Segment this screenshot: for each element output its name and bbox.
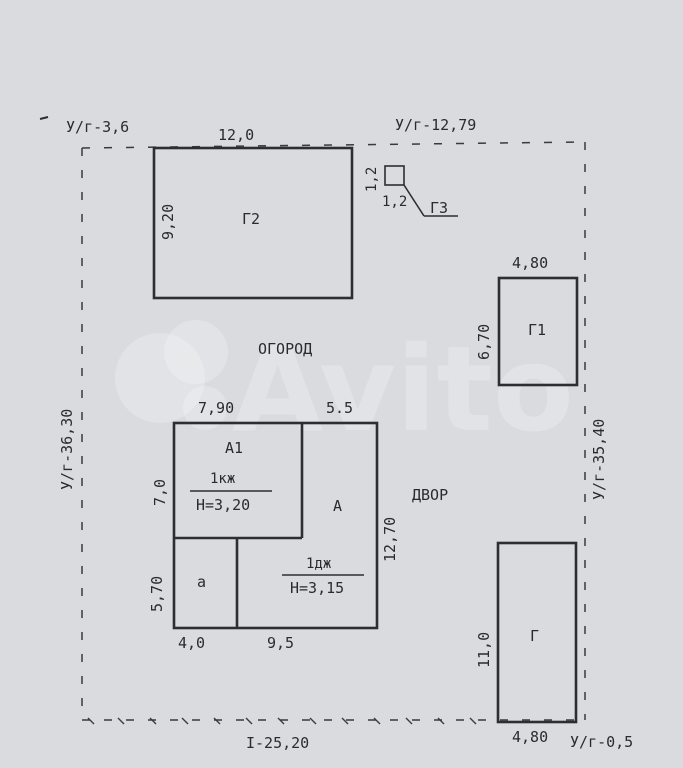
building-g3-label: Г3	[430, 199, 448, 217]
building-g2-width: 12,0	[218, 126, 254, 144]
house: А1 1кж Н=3,20 7,90 7,0 А 1дж Н=3,15 5.5 …	[148, 399, 399, 652]
building-g-width: 4,80	[512, 728, 548, 746]
house-a-label: А	[333, 497, 342, 515]
tick-marks	[87, 717, 477, 725]
zone-yard-label: ДВОР	[412, 486, 448, 504]
building-g-label: Г	[530, 627, 539, 645]
building-g3-width: 1,2	[382, 194, 407, 210]
house-small-a-label: а	[197, 573, 206, 591]
house-a1-width: 7,90	[198, 399, 234, 417]
building-g3: Г3 1,2 1,2	[364, 165, 458, 217]
house-a1-note: 1кж	[210, 471, 236, 487]
house-a1-label: А1	[225, 439, 243, 457]
watermark: Avito	[115, 320, 574, 458]
building-g1-height: 6,70	[475, 324, 493, 360]
building-g2: Г2 12,0 9,20	[152, 126, 354, 300]
building-g-height: 11,0	[475, 632, 493, 668]
house-a-height: Н=3,15	[290, 579, 344, 597]
house-a1-depth: 7,0	[151, 479, 169, 506]
zone-garden-label: ОГОРОД	[258, 340, 312, 358]
house-a-note: 1дж	[306, 556, 332, 572]
building-g1-width: 4,80	[512, 254, 548, 272]
building-g1-label: Г1	[528, 321, 546, 339]
corner-bottom-right-label: У/г-0,5	[570, 733, 633, 751]
house-small-a-depth: 5,70	[148, 576, 166, 612]
house-a1-height: Н=3,20	[196, 496, 250, 514]
watermark-text: Avito	[232, 320, 574, 458]
house-small-a-width: 4,0	[178, 634, 205, 652]
building-g1: Г1 4,80 6,70	[475, 254, 579, 387]
left-boundary-label: У/г-36,30	[58, 409, 76, 490]
building-g: Г 4,80 11,0	[475, 541, 578, 746]
building-g2-height: 9,20	[159, 204, 177, 240]
building-g2-label: Г2	[242, 210, 260, 228]
house-a-depth: 12,70	[381, 517, 399, 562]
top-boundary-label: У/г-12,79	[395, 116, 476, 134]
bottom-boundary-label: I-25,20	[246, 734, 309, 752]
building-g3-height: 1,2	[364, 167, 380, 192]
right-boundary-label: У/г-35,40	[590, 419, 608, 500]
house-bottom-right-width: 9,5	[267, 634, 294, 652]
corner-mark	[39, 116, 49, 120]
corner-top-left-label: У/г-3,6	[66, 118, 129, 136]
plot-boundary	[81, 141, 586, 721]
house-a-width: 5.5	[326, 399, 353, 417]
